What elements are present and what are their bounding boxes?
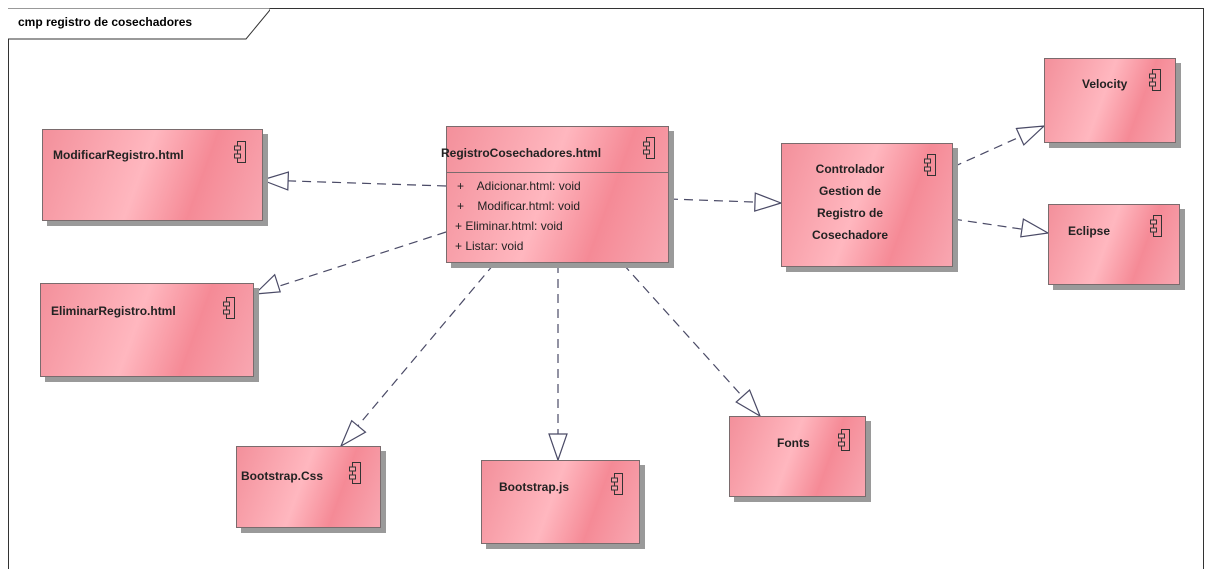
uml-component-icon [223,297,235,319]
arrowhead-bootstrap-js [548,433,568,462]
component-bootstrap-css[interactable]: Bootstrap.Css [236,446,381,528]
uml-component-icon [611,473,623,495]
uml-component-icon [1150,215,1162,237]
arrowhead-bootstrap-css [339,419,367,448]
component-bootstrap-js[interactable]: Bootstrap.js [481,460,640,544]
uml-component-icon [924,154,936,176]
arrowhead-fonts [735,388,762,418]
component-velocity[interactable]: Velocity [1044,58,1176,143]
dependency-registro-to-eliminar [254,231,447,295]
component-name: ModificarRegistro.html [53,148,184,162]
uml-component-icon [1149,69,1161,91]
component-fonts[interactable]: Fonts [729,416,866,497]
component-name: Bootstrap.Css [241,469,324,483]
diagram-frame-tab [8,8,270,40]
component-name: Bootstrap.js [499,480,570,494]
arrowhead-modificar [260,171,290,191]
operation-listar: + Listar: void [455,239,524,253]
uml-component-icon [838,429,850,451]
component-name: Fonts [777,436,810,450]
component-name: Eclipse [1068,224,1111,238]
controlador-name-line-4: Cosechadore [811,228,889,242]
component-eliminar-registro[interactable]: EliminarRegistro.html [40,283,254,377]
dependency-registro-to-fonts [622,263,761,417]
dependency-registro-to-modificar [261,179,447,187]
operation-eliminar: + Eliminar.html: void [455,219,563,233]
arrowhead-eclipse [1020,218,1050,238]
dependency-registro-to-bootstrap-css [340,263,495,447]
component-name: RegistroCosechadores.html [441,146,602,160]
component-name: EliminarRegistro.html [51,304,176,318]
arrowhead-controlador [754,192,783,212]
uml-component-icon [643,137,655,159]
operation-modificar: + Modificar.html: void [457,199,581,213]
component-name: Controlador Gestion de Registro de Cosec… [794,158,906,246]
component-controlador[interactable]: Controlador Gestion de Registro de Cosec… [781,143,953,267]
uml-component-icon [234,141,246,163]
controlador-name-line-2: Gestion de [818,184,881,198]
diagram-frame [8,8,1204,569]
component-modificar-registro[interactable]: ModificarRegistro.html [42,129,263,221]
operations-divider [447,172,668,173]
controlador-name-line-3: Registro de [816,206,883,220]
operation-adicionar: + Adicionar.html: void [457,179,581,193]
component-name: Velocity [1082,77,1128,91]
uml-component-icon [349,462,361,484]
controlador-name-line-1: Controlador [815,162,885,176]
component-registro-cosechadores[interactable]: RegistroCosechadores.html + Adicionar.ht… [441,126,669,263]
arrowhead-eliminar [253,273,282,295]
component-eclipse[interactable]: Eclipse [1048,204,1180,285]
diagram-title: cmp registro de cosechadores [18,15,193,29]
arrowhead-velocity [1015,125,1046,146]
